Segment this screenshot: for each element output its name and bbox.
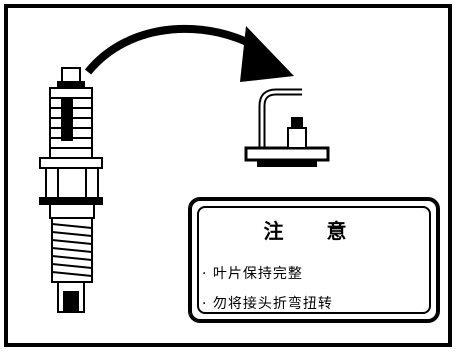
plug-connector-icon bbox=[244, 88, 330, 167]
curved-arrow-icon bbox=[84, 24, 294, 82]
caution-line-2: · 勿将接头折弯扭转 bbox=[202, 296, 333, 312]
caution-title: 注 意 bbox=[263, 219, 365, 243]
outer-border bbox=[4, 4, 452, 347]
caution-line-1: · 叶片保持完整 bbox=[202, 266, 303, 282]
spark-plug-icon bbox=[39, 67, 103, 313]
caution-panel: 注 意 · 叶片保持完整 · 勿将接头折弯扭转 bbox=[188, 197, 440, 323]
caution-panel-inner-border bbox=[197, 206, 431, 314]
